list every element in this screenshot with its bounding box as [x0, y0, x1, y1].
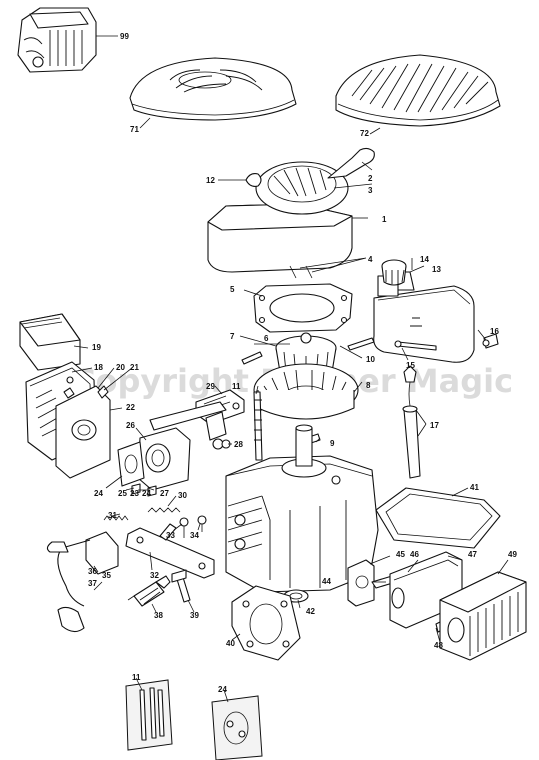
label-1: 1 — [382, 215, 387, 224]
blower-housing-1[interactable] — [207, 147, 375, 279]
part-number-labels: 99 71 72 12 2 3 1 4 14 13 5 16 7 6 10 15… — [88, 32, 517, 694]
ignition-coil-36[interactable] — [46, 531, 119, 633]
control-plate-32[interactable] — [125, 523, 215, 579]
label-10: 10 — [366, 355, 375, 364]
engine-block[interactable] — [225, 424, 379, 593]
label-31: 31 — [108, 511, 117, 520]
carb-gasket-24[interactable] — [117, 441, 145, 487]
label-14: 14 — [420, 255, 429, 264]
ring-gasket-5[interactable] — [253, 283, 353, 333]
label-28: 28 — [234, 440, 243, 449]
label-8: 8 — [366, 381, 371, 390]
label-25: 25 — [118, 489, 127, 498]
label-32: 32 — [150, 571, 159, 580]
fuel-fitting-16[interactable] — [482, 333, 499, 349]
label-30: 30 — [178, 491, 187, 500]
stud-kit-bag-11[interactable] — [125, 679, 173, 751]
label-99: 99 — [120, 32, 129, 41]
label-46-top: 46 — [410, 550, 419, 559]
label-23: 23 — [130, 489, 139, 498]
air-filter-base-22[interactable] — [55, 385, 111, 479]
base-gasket-41[interactable] — [375, 487, 501, 549]
label-44: 44 — [322, 577, 331, 586]
breather-plate-46[interactable] — [231, 585, 301, 661]
label-38: 38 — [154, 611, 163, 620]
label-41: 41 — [470, 483, 479, 492]
gasket-kit-bag-24[interactable] — [211, 695, 263, 760]
label-29: 29 — [206, 382, 215, 391]
exhaust-gasket-45[interactable] — [347, 559, 375, 607]
label-20: 20 — [116, 363, 125, 372]
label-9: 9 — [330, 439, 335, 448]
label-72: 72 — [360, 129, 369, 138]
spark-plug-38[interactable] — [127, 575, 171, 607]
label-24b: 24 — [142, 489, 151, 498]
label-26: 26 — [126, 421, 135, 430]
dipstick-tube-17[interactable] — [402, 365, 421, 479]
fuel-cap-14[interactable] — [381, 259, 407, 286]
label-37: 37 — [88, 579, 97, 588]
label-36: 36 — [88, 567, 97, 576]
label-5: 5 — [230, 285, 235, 294]
spring-31[interactable] — [103, 515, 129, 521]
label-3: 3 — [368, 186, 373, 195]
label-27: 27 — [160, 489, 169, 498]
label-39: 39 — [190, 611, 199, 620]
label-17: 17 — [430, 421, 439, 430]
label-48: 48 — [434, 641, 443, 650]
label-4: 4 — [368, 255, 373, 264]
label-24c: 24 — [218, 685, 227, 694]
label-33: 33 — [166, 531, 175, 540]
label-11b: 11 — [132, 673, 141, 682]
spring-30[interactable] — [147, 507, 181, 513]
label-40: 40 — [226, 639, 235, 648]
muffler-guard-49[interactable] — [439, 571, 527, 661]
label-7: 7 — [230, 332, 235, 341]
engine-cover-71[interactable] — [129, 57, 297, 121]
label-24a: 24 — [94, 489, 103, 498]
label-12: 12 — [206, 176, 215, 185]
label-34: 34 — [190, 531, 199, 540]
tank-screw-15[interactable] — [394, 340, 437, 351]
label-15: 15 — [406, 361, 415, 370]
engine-cover-72[interactable] — [335, 54, 501, 127]
label-21: 21 — [130, 363, 139, 372]
carb-parts-25-23[interactable] — [131, 483, 157, 497]
label-18: 18 — [94, 363, 103, 372]
label-71: 71 — [130, 125, 139, 134]
stud-11[interactable] — [253, 391, 263, 461]
carburettor-26[interactable] — [137, 401, 227, 491]
label-2: 2 — [368, 174, 373, 183]
leader-lines — [71, 35, 509, 703]
label-45: 45 — [396, 550, 405, 559]
label-49: 49 — [508, 550, 517, 559]
label-13: 13 — [432, 265, 441, 274]
engine-assembly-thumbnail[interactable] — [17, 7, 97, 73]
label-19: 19 — [92, 343, 101, 352]
label-22: 22 — [126, 403, 135, 412]
label-16: 16 — [490, 327, 499, 336]
label-35: 35 — [102, 571, 111, 580]
label-6: 6 — [264, 334, 269, 343]
label-47: 47 — [468, 550, 477, 559]
label-42: 42 — [306, 607, 315, 616]
bolt-39[interactable] — [171, 569, 191, 603]
flywheel-8[interactable] — [253, 363, 359, 420]
label-11a: 11 — [232, 382, 241, 391]
air-filter-element-19[interactable] — [19, 313, 81, 371]
